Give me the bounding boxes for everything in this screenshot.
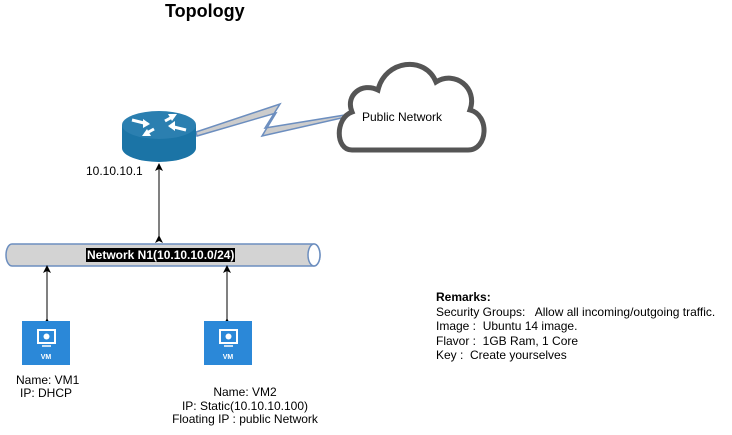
remarks-heading: Remarks: [436, 290, 491, 304]
remark-flavor: Flavor : 1GB Ram, 1 Core [436, 333, 579, 348]
remarks-panel: Remarks: Security Groups: Allow all inco… [436, 290, 715, 363]
remark-key: Key : Create yourselves [436, 348, 567, 362]
vm1-icon[interactable]: VM [22, 321, 70, 365]
vm1-info: Name: VM1 IP: DHCP [16, 373, 80, 400]
wan-link [195, 102, 348, 138]
vm2-name: Name: VM2 [213, 385, 277, 399]
vm1-name: Name: VM1 [16, 373, 80, 387]
remark-image: Image : Ubuntu 14 image. [436, 319, 578, 333]
svg-text:VM: VM [223, 354, 234, 361]
vm2-ip: IP: Static(10.10.10.100) [181, 398, 309, 413]
remark-security-groups: Security Groups: Allow all incoming/outg… [436, 304, 716, 319]
router-icon [122, 111, 196, 162]
vm1-ip: IP: DHCP [19, 386, 72, 400]
cloud-icon [336, 61, 487, 153]
vm2-info: Name: VM2 IP: Static(10.10.10.100) Float… [160, 385, 330, 427]
diagram-title: Topology [165, 1, 245, 21]
vm2-icon[interactable]: VM [204, 321, 252, 365]
network-label: Network N1(10.10.10.0/24) [86, 248, 236, 262]
cloud-label: Public Network [362, 110, 443, 124]
router-ip-label: 10.10.10.1 [86, 164, 143, 178]
svg-text:VM: VM [41, 354, 52, 361]
vm2-floating-ip: Floating IP : public Network [172, 412, 318, 426]
